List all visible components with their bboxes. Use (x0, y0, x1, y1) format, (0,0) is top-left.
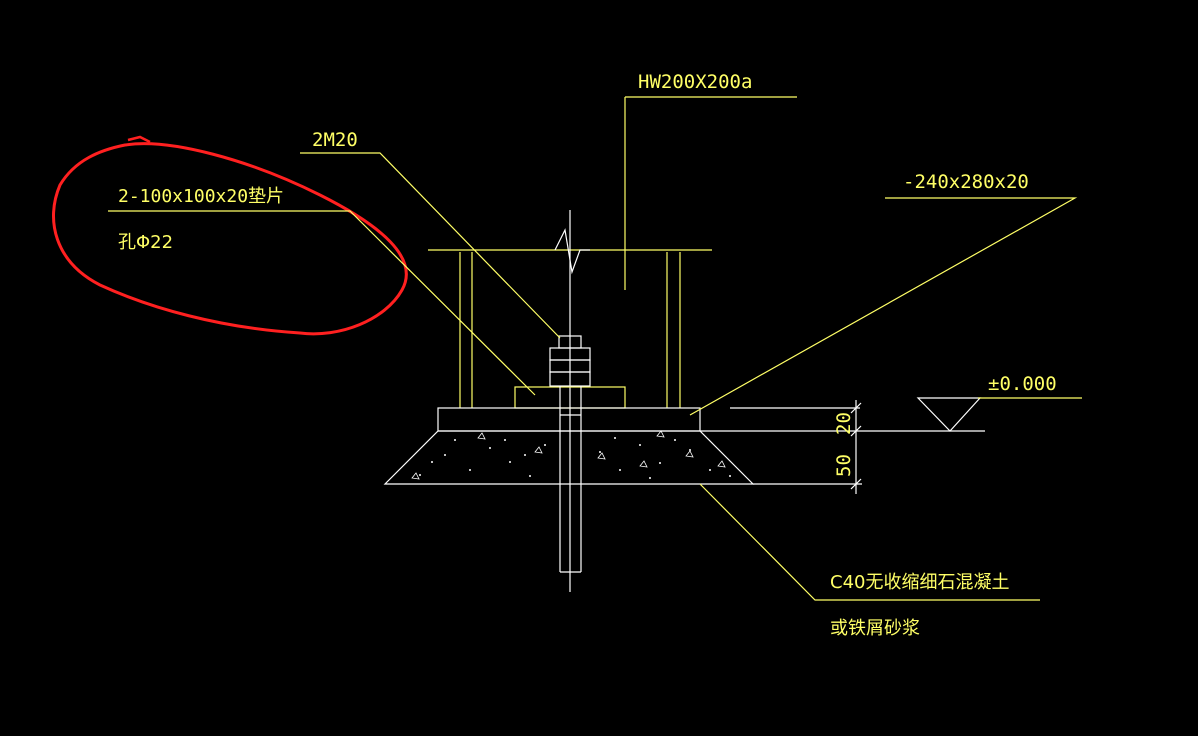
grout-bed (383, 430, 755, 485)
red-highlight-ellipse (52, 142, 408, 336)
dimension-line (850, 400, 862, 494)
column-section-label: HW200X200a (638, 71, 752, 93)
washer-spec-label: 2-100x100x20垫片 (118, 186, 284, 207)
washer-hole-label: 孔Φ22 (118, 232, 173, 253)
dim-plate-label: 20 (833, 412, 855, 435)
grout-label-line2: 或铁屑砂浆 (830, 618, 920, 639)
anchor-bolts-label: 2M20 (312, 129, 358, 151)
anchor-bolt (549, 335, 591, 573)
grout-label-line1: C40无收缩细石混凝土 (830, 572, 1009, 593)
base-plate-label: -240x280x20 (903, 171, 1029, 193)
red-highlight-tail (127, 135, 151, 144)
base-plate (437, 407, 701, 432)
dim-grout-label: 50 (833, 454, 855, 477)
leader-lines (108, 96, 1078, 601)
elevation-label: ±0.000 (988, 373, 1057, 395)
grout-hatch (411, 430, 731, 480)
elevation-mark (700, 397, 1082, 485)
